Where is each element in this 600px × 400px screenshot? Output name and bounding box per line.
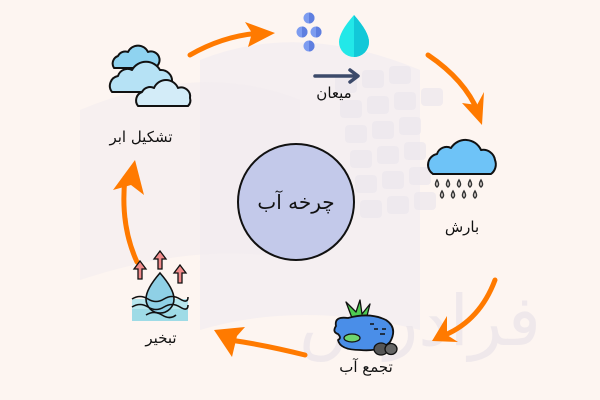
rain-cloud-icon	[427, 138, 497, 199]
arrow-head-5	[113, 160, 144, 195]
stage-label-precipitation: بارش	[444, 218, 480, 236]
arrow-head-3	[432, 316, 458, 342]
arrow-head-2	[462, 92, 484, 125]
pond-icon	[333, 299, 398, 356]
evaporation-icon	[131, 249, 189, 321]
arrow-head-1	[245, 22, 275, 47]
arrow-head-4	[214, 327, 245, 357]
droplets-condensation-icon	[296, 12, 369, 84]
stage-label-cloud-formation: تشکیل ابر	[109, 128, 173, 146]
diagram-title: چرخه آب	[257, 190, 335, 214]
stage-label-evaporation: تبخیر	[145, 329, 177, 347]
center-title-circle: چرخه آب	[237, 143, 355, 261]
clouds-icon	[108, 44, 192, 107]
stage-label-condensation: میعان	[316, 84, 352, 102]
stage-label-collection: تجمع آب	[339, 358, 393, 376]
